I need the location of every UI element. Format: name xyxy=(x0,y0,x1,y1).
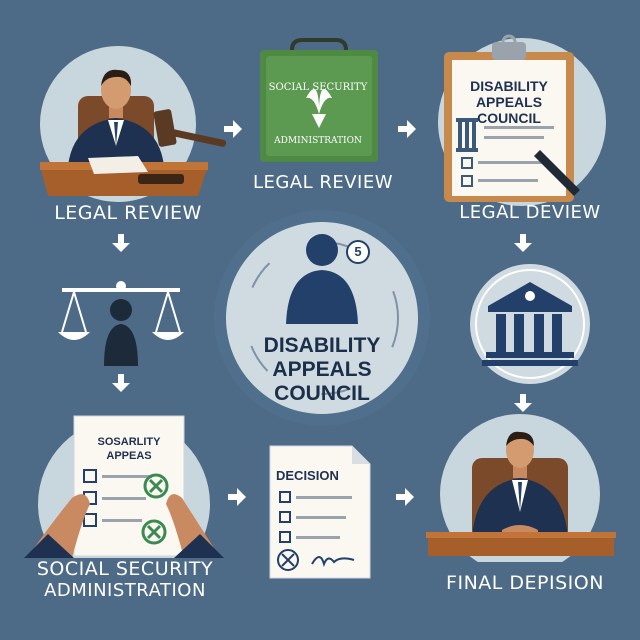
arrow-icon xyxy=(512,232,534,254)
center-title-1: DISABILITY xyxy=(263,334,381,357)
step2-label: LEGAL REVIEW xyxy=(252,172,394,193)
arrow-icon xyxy=(226,486,248,508)
folder-text-bottom: ADMINISTRATION xyxy=(274,136,362,146)
arrow-icon xyxy=(394,486,416,508)
clipboard-title-1: DISABILITY xyxy=(470,78,548,94)
scales-illustration xyxy=(56,270,186,370)
paper-title-1: SOSARLITY xyxy=(97,436,161,448)
decision-document-illustration: DECISION xyxy=(268,444,372,580)
step1-label: LEGAL REVIEW xyxy=(54,202,202,224)
hands-paper-illustration: SOSARLITY APPEAS xyxy=(24,408,224,558)
clipboard-title-3: COUNCIL xyxy=(477,110,541,126)
eagle-emblem-icon xyxy=(306,89,332,128)
judge-icon xyxy=(40,46,227,202)
arrow-icon xyxy=(396,118,418,140)
person-icon xyxy=(214,210,430,426)
judge-review-illustration xyxy=(28,46,238,206)
arrow-icon xyxy=(110,372,132,394)
pen-icon xyxy=(534,150,580,196)
center-badge: 5 xyxy=(354,244,362,259)
ssa-folder-illustration: SOCIAL SECURITY ADMINISTRATION xyxy=(258,36,380,166)
final-label: FINAL DEPISION xyxy=(446,572,604,594)
judge-icon xyxy=(426,414,616,562)
signature-icon xyxy=(311,556,355,568)
folder-icon xyxy=(260,38,378,162)
gavel-icon xyxy=(138,109,227,184)
step-ssa-label-1: SOCIAL SECURITY xyxy=(36,558,214,580)
center-title-2: APPEALS xyxy=(272,358,372,381)
dac-clipboard-illustration: DISABILITY APPEALS COUNCIL xyxy=(422,30,622,206)
clipboard-icon xyxy=(438,34,606,206)
scales-icon xyxy=(58,281,184,366)
arrow-icon xyxy=(512,392,534,414)
hands-icon xyxy=(24,415,224,558)
paper-title-2: APPEAS xyxy=(106,450,152,462)
step3-label: LEGAL DEVIEW xyxy=(459,202,601,223)
arrow-icon xyxy=(110,232,132,254)
document-icon xyxy=(269,445,371,579)
center-title-3: COUNCIL xyxy=(274,382,370,405)
decision-title: DECISION xyxy=(276,468,339,483)
final-judge-illustration xyxy=(422,412,618,562)
courthouse-icon xyxy=(470,264,590,384)
folder-text-top: SOCIAL SECURITY xyxy=(268,82,368,93)
courthouse-illustration xyxy=(468,262,592,386)
arrow-icon xyxy=(222,118,244,140)
clipboard-title-2: APPEALS xyxy=(475,94,543,110)
center-council-illustration: 5 DISABILITY APPEALS COUNCIL xyxy=(210,206,434,430)
step-ssa-label-2: ADMINISTRATION xyxy=(44,580,206,601)
